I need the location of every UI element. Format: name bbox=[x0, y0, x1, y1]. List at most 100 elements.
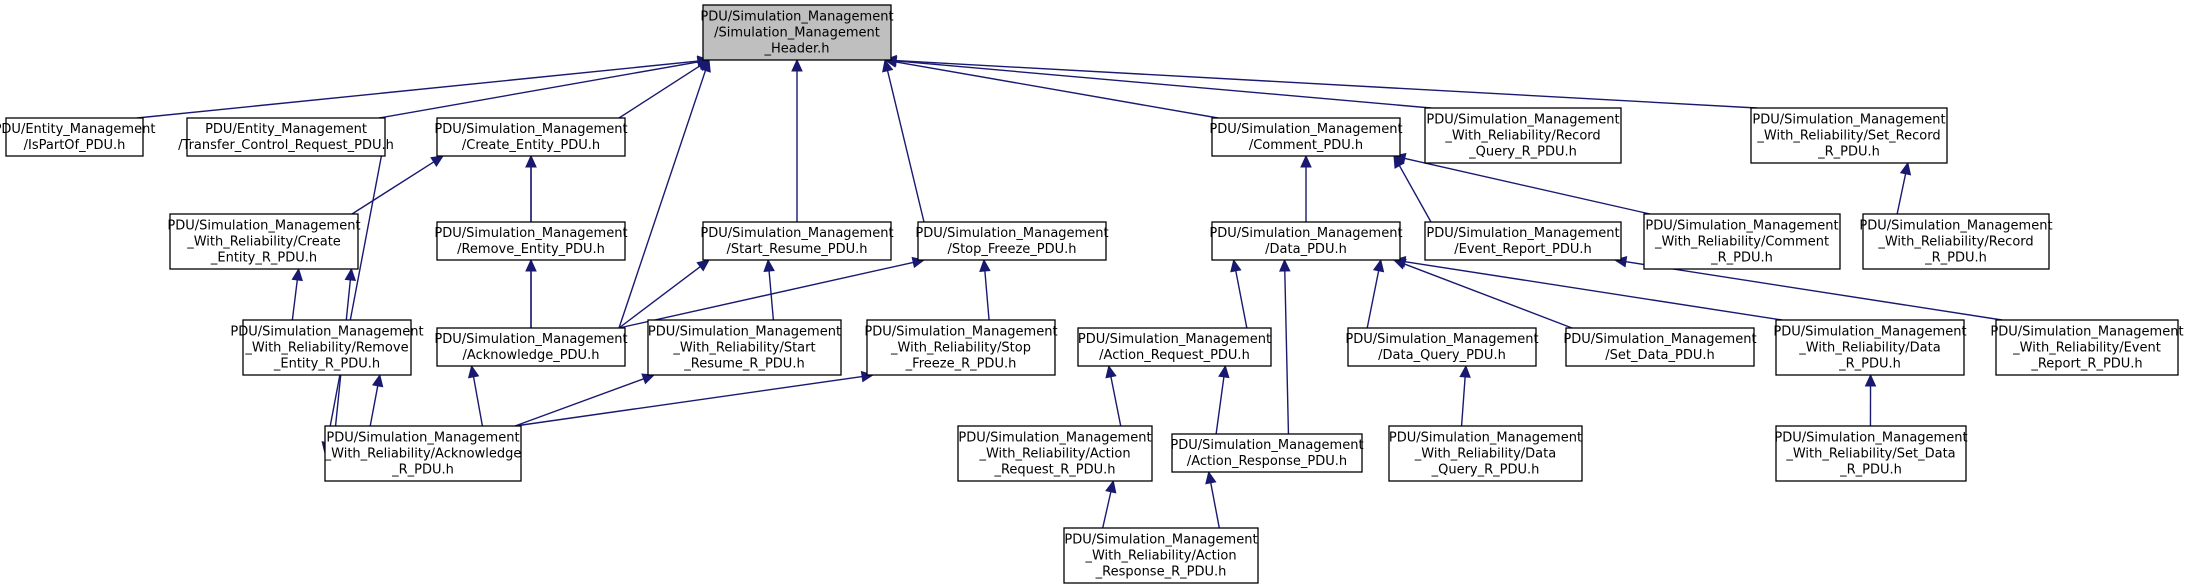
node-label-line: PDU/Simulation_Management bbox=[434, 122, 627, 137]
node-label-line: /Set_Data_PDU.h bbox=[1605, 348, 1715, 363]
node-comment[interactable]: PDU/Simulation_Management/Comment_PDU.h bbox=[1209, 117, 1403, 157]
node-box bbox=[1211, 117, 1401, 157]
edge-line bbox=[886, 70, 925, 223]
edge-action-response-r-to-action-response bbox=[1205, 470, 1220, 529]
node-label-line: _With_Reliability/Acknowledge bbox=[324, 447, 522, 462]
node-label-line: _Query_R_PDU.h bbox=[1468, 145, 1577, 160]
node-label-line: PDU/Simulation_Management bbox=[1990, 325, 2183, 340]
node-stop-freeze-r[interactable]: PDU/Simulation_Management_With_Reliabili… bbox=[864, 319, 1058, 376]
node-label-line: /Action_Request_PDU.h bbox=[1099, 348, 1250, 363]
node-label-line: /Start_Resume_PDU.h bbox=[727, 242, 868, 257]
node-box bbox=[1211, 221, 1401, 261]
edge-event-report-to-comment bbox=[1393, 154, 1432, 223]
edge-line bbox=[1366, 270, 1380, 329]
node-header[interactable]: PDU/Simulation_Management/Simulation_Man… bbox=[700, 4, 894, 61]
edge-line bbox=[291, 279, 298, 321]
node-label-line: _With_Reliability/Set_Record bbox=[1756, 129, 1940, 144]
node-box bbox=[1347, 327, 1537, 367]
arrowhead-icon bbox=[1218, 364, 1230, 379]
node-stop-freeze[interactable]: PDU/Simulation_Management/Stop_Freeze_PD… bbox=[915, 221, 1109, 261]
arrowhead-icon bbox=[979, 258, 991, 272]
node-data-query[interactable]: PDU/Simulation_Management/Data_Query_PDU… bbox=[1345, 327, 1539, 367]
node-label-line: _With_Reliability/Event bbox=[2012, 341, 2161, 356]
node-label-line: PDU/Simulation_Management bbox=[1426, 226, 1619, 241]
node-start-resume-r[interactable]: PDU/Simulation_Management_With_Reliabili… bbox=[647, 319, 842, 376]
edge-line bbox=[1625, 260, 2003, 321]
node-data-pdu[interactable]: PDU/Simulation_Management/Data_PDU.h bbox=[1209, 221, 1403, 261]
arrowhead-icon bbox=[467, 364, 480, 379]
node-set-data-r[interactable]: PDU/Simulation_Management_With_Reliabili… bbox=[1774, 425, 1968, 482]
node-box bbox=[1171, 433, 1363, 473]
arrowhead-icon bbox=[791, 58, 803, 72]
node-create-entity-r[interactable]: PDU/Simulation_Management_With_Reliabili… bbox=[167, 213, 361, 270]
node-label-line: PDU/Simulation_Management bbox=[1773, 325, 1966, 340]
node-label-line: /Event_Report_PDU.h bbox=[1454, 242, 1591, 257]
node-box bbox=[1643, 213, 1841, 270]
node-box bbox=[1775, 319, 1965, 376]
node-box bbox=[1750, 107, 1948, 164]
node-label-line: PDU/Simulation_Management bbox=[1389, 431, 1582, 446]
arrowhead-icon bbox=[1300, 154, 1312, 168]
node-record-r[interactable]: PDU/Simulation_Management_With_Reliabili… bbox=[1859, 213, 2053, 270]
node-label-line: _R_PDU.h bbox=[391, 463, 454, 478]
arrowhead-icon bbox=[1205, 470, 1217, 485]
node-box bbox=[5, 117, 144, 157]
node-label-line: PDU/Simulation_Management bbox=[915, 226, 1108, 241]
arrowhead-icon bbox=[344, 267, 357, 282]
node-set-data[interactable]: PDU/Simulation_Management/Set_Data_PDU.h bbox=[1563, 327, 1757, 367]
node-action-request[interactable]: PDU/Simulation_Management/Action_Request… bbox=[1077, 327, 1272, 367]
edge-set-data-r-to-data-r bbox=[1864, 373, 1877, 427]
edge-action-response-to-action-request bbox=[1215, 364, 1230, 435]
arrowhead-icon bbox=[430, 155, 445, 168]
node-transfer-control[interactable]: PDU/Entity_Management/Transfer_Control_R… bbox=[178, 117, 394, 157]
edge-create-entity-r-to-create-entity bbox=[351, 155, 445, 215]
node-label-line: _With_Reliability/Record bbox=[1444, 129, 1600, 144]
node-comment-r[interactable]: PDU/Simulation_Management_With_Reliabili… bbox=[1643, 213, 1841, 270]
node-label-line: _Entity_R_PDU.h bbox=[273, 357, 380, 372]
node-start-resume[interactable]: PDU/Simulation_Management/Start_Resume_P… bbox=[700, 221, 894, 261]
node-remove-entity-r[interactable]: PDU/Simulation_Management_With_Reliabili… bbox=[230, 319, 424, 376]
node-data-r[interactable]: PDU/Simulation_Management_With_Reliabili… bbox=[1773, 319, 1967, 376]
edge-record-query-r-to-header bbox=[883, 55, 1432, 109]
node-label-line: /Action_Response_PDU.h bbox=[1187, 454, 1347, 469]
node-label-line: _Response_R_PDU.h bbox=[1095, 565, 1227, 580]
edge-line bbox=[351, 161, 435, 215]
node-label-line: PDU/Simulation_Management bbox=[1752, 113, 1945, 128]
edge-transfer-control-to-header bbox=[378, 56, 711, 119]
node-label-line: _R_PDU.h bbox=[1710, 251, 1773, 266]
node-box bbox=[436, 221, 626, 261]
node-label-line: _With_Reliability/Data bbox=[1414, 447, 1556, 462]
node-event-report[interactable]: PDU/Simulation_Management/Event_Report_P… bbox=[1424, 221, 1622, 261]
node-label-line: /Comment_PDU.h bbox=[1249, 138, 1363, 153]
edges-layer bbox=[136, 54, 2003, 529]
node-label-line: /IsPartOf_PDU.h bbox=[24, 138, 126, 153]
node-label-line: _Freeze_R_PDU.h bbox=[905, 357, 1017, 372]
node-set-record-r[interactable]: PDU/Simulation_Management_With_Reliabili… bbox=[1750, 107, 1948, 164]
node-label-line: _Report_R_PDU.h bbox=[2030, 357, 2142, 372]
node-action-response-r[interactable]: PDU/Simulation_Management_With_Reliabili… bbox=[1063, 527, 1259, 584]
node-box bbox=[1424, 221, 1622, 261]
edge-line bbox=[1404, 157, 1651, 215]
node-box bbox=[186, 117, 386, 157]
edge-line bbox=[1896, 173, 1907, 215]
node-action-response[interactable]: PDU/Simulation_Management/Action_Respons… bbox=[1170, 433, 1364, 473]
node-action-request-r[interactable]: PDU/Simulation_Management_With_Reliabili… bbox=[957, 425, 1153, 482]
node-label-line: PDU/Simulation_Management bbox=[1209, 226, 1402, 241]
edge-stop-freeze-to-header bbox=[882, 58, 925, 223]
arrowhead-icon bbox=[1105, 479, 1117, 494]
arrowhead-icon bbox=[1279, 258, 1291, 272]
node-ispartof[interactable]: PDU/Entity_Management/IsPartOf_PDU.h bbox=[0, 117, 155, 157]
edge-line bbox=[618, 266, 701, 329]
node-remove-entity[interactable]: PDU/Simulation_Management/Remove_Entity_… bbox=[434, 221, 628, 261]
node-acknowledge[interactable]: PDU/Simulation_Management/Acknowledge_PD… bbox=[434, 327, 628, 367]
node-label-line: PDU/Simulation_Management bbox=[1774, 431, 1967, 446]
node-label-line: _Query_R_PDU.h bbox=[1431, 463, 1540, 478]
node-record-query-r[interactable]: PDU/Simulation_Management_With_Reliabili… bbox=[1424, 107, 1622, 164]
edge-line bbox=[514, 375, 863, 427]
node-label-line: /Simulation_Management bbox=[714, 26, 880, 41]
node-data-query-r[interactable]: PDU/Simulation_Management_With_Reliabili… bbox=[1388, 425, 1583, 482]
node-create-entity[interactable]: PDU/Simulation_Management/Create_Entity_… bbox=[434, 117, 628, 157]
node-box bbox=[702, 221, 892, 261]
node-event-report-r[interactable]: PDU/Simulation_Management_With_Reliabili… bbox=[1990, 319, 2184, 376]
node-acknowledge-r[interactable]: PDU/Simulation_Management_With_Reliabili… bbox=[324, 425, 522, 482]
